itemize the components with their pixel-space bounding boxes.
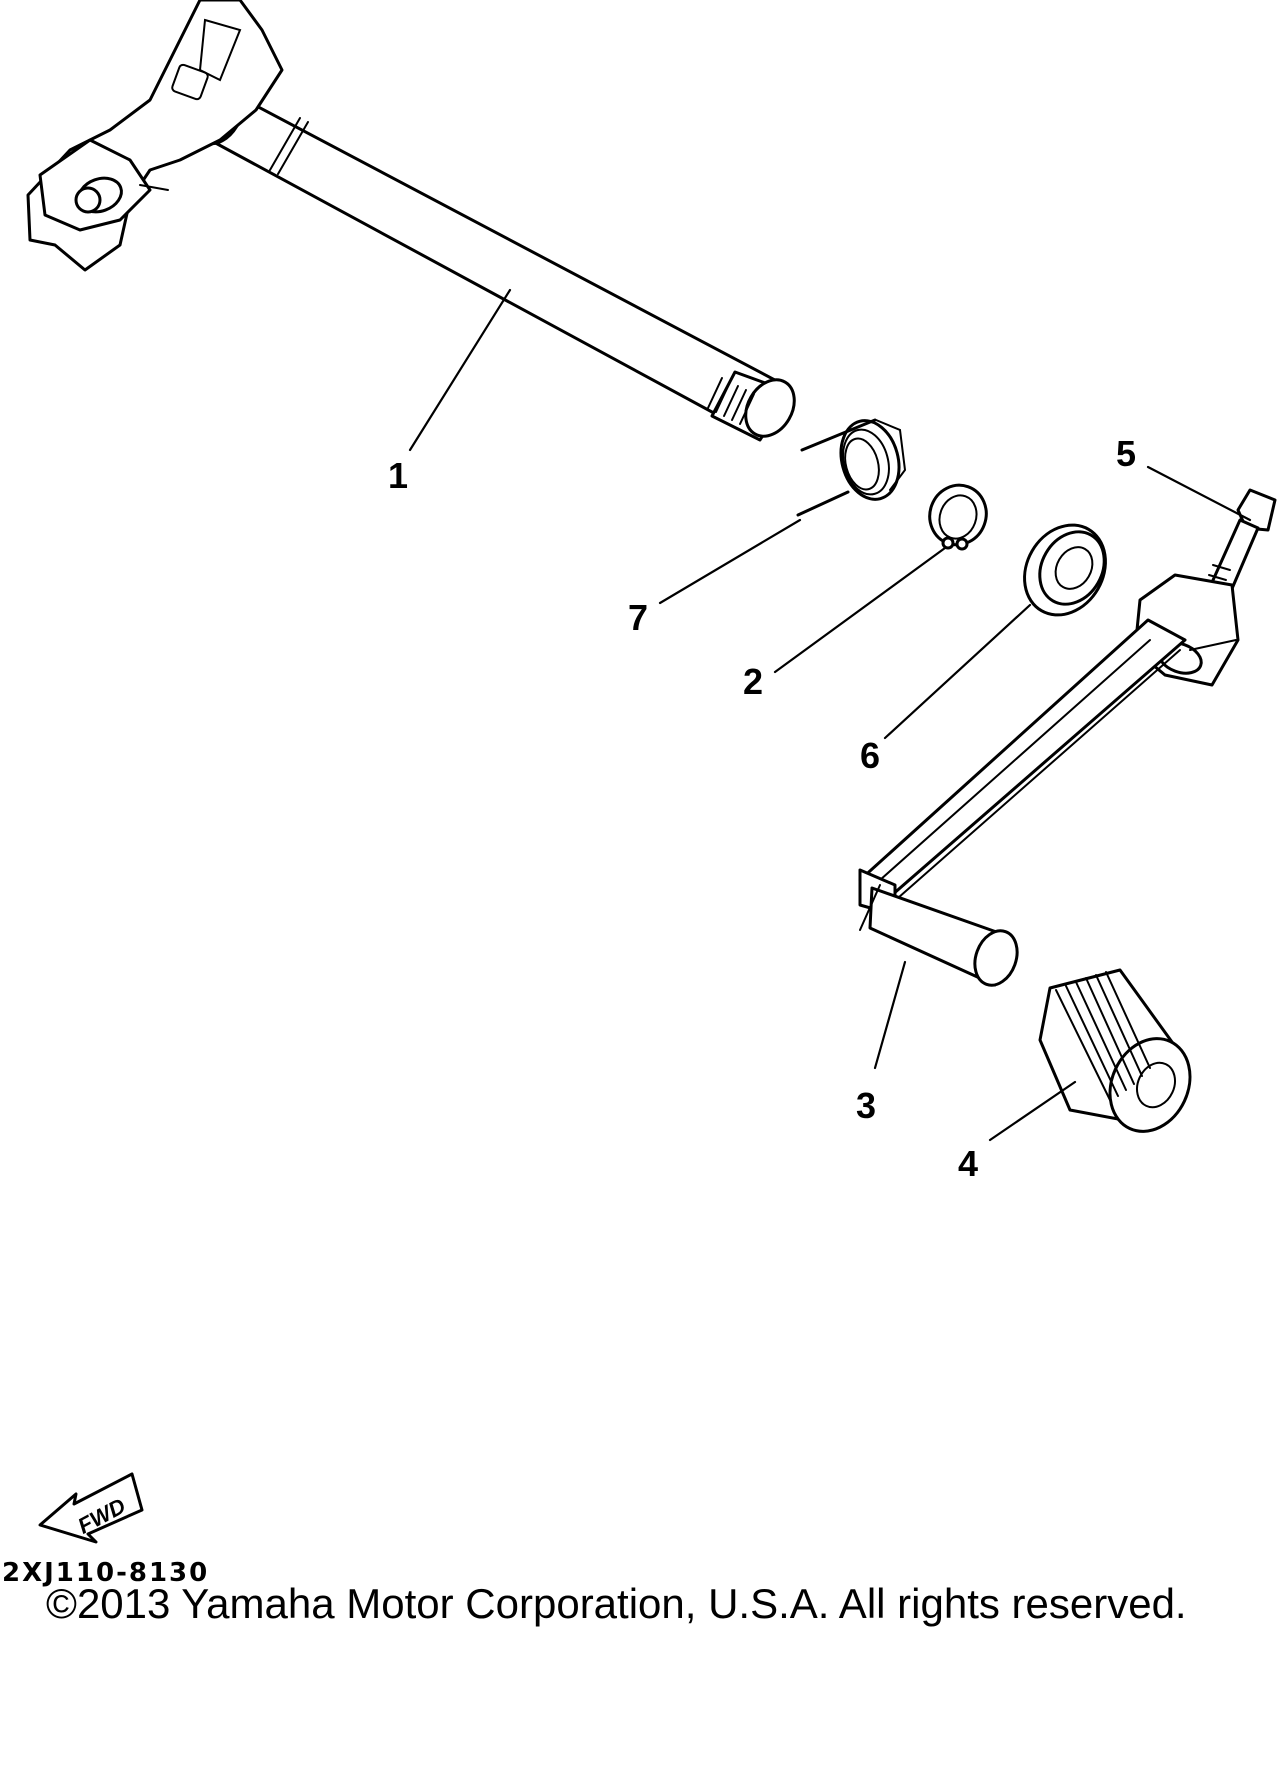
oil-seal [1023, 523, 1107, 617]
copyright-notice: ©2013 Yamaha Motor Corporation, U.S.A. A… [46, 1580, 1187, 1627]
callout-4: 4 [958, 1143, 978, 1184]
callout-3: 3 [856, 1085, 876, 1126]
callout-7: 7 [628, 597, 648, 638]
fwd-arrow-icon: FWD [38, 1472, 144, 1544]
torsion-spring [796, 418, 907, 517]
leader-lines [408, 288, 1252, 1142]
circlip [928, 483, 988, 551]
callout-1: 1 [388, 455, 408, 496]
diagram-code: 2XJ110-8130 [2, 1558, 210, 1588]
callout-2: 2 [743, 661, 763, 702]
shift-pedal [858, 573, 1240, 987]
shift-shaft [26, 0, 796, 442]
pedal-rubber [1038, 968, 1192, 1133]
callout-5: 5 [1116, 433, 1136, 474]
callout-6: 6 [860, 735, 880, 776]
